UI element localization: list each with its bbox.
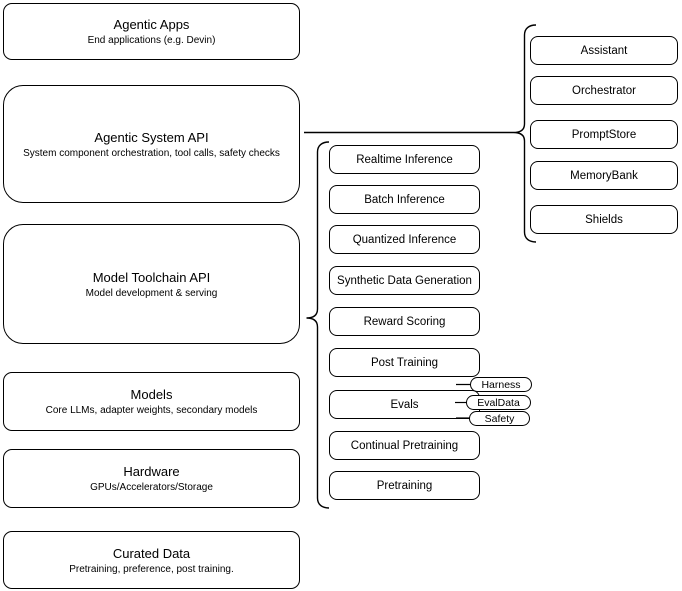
node-pretraining: Pretraining [329,471,480,500]
node-promptstore: PromptStore [530,120,678,149]
node-orchestrator: Orchestrator [530,76,678,105]
node-label: Orchestrator [572,84,636,97]
node-subtitle: System component orchestration, tool cal… [23,147,280,159]
node-title: Curated Data [112,545,191,561]
node-subtitle: End applications (e.g. Devin) [87,35,216,46]
node-subtitle: Model development & serving [85,287,218,299]
node-curated-data: Curated Data Pretraining, preference, po… [3,531,300,589]
node-agentic-system-api: Agentic System API System component orch… [3,85,300,203]
pill-label: Safety [484,412,515,425]
node-label: Synthetic Data Generation [337,274,472,287]
node-subtitle: Pretraining, preference, post training. [69,563,234,575]
eval-pill-evaldata: EvalData [466,395,531,410]
node-label: MemoryBank [570,169,638,182]
pill-label: EvalData [477,396,520,409]
node-label: PromptStore [571,128,637,141]
node-label: Evals [390,398,419,411]
node-assistant: Assistant [530,36,678,65]
node-memorybank: MemoryBank [530,161,678,190]
node-label: Post Training [370,356,439,369]
pill-label: Harness [481,378,521,391]
node-continual-pretraining: Continual Pretraining [329,431,480,460]
node-label: Shields [585,213,623,226]
brace-toolchain-components [306,141,330,509]
node-title: Model Toolchain API [92,269,211,285]
node-synthetic-data-generation: Synthetic Data Generation [329,266,480,295]
eval-pill-harness: Harness [470,377,532,392]
node-hardware: Hardware GPUs/Accelerators/Storage [3,449,300,508]
node-subtitle: Core LLMs, adapter weights, secondary mo… [45,405,258,416]
node-label: Batch Inference [364,193,445,206]
node-label: Continual Pretraining [350,439,459,452]
node-label: Quantized Inference [352,233,457,246]
node-title: Agentic System API [94,129,209,145]
node-subtitle: GPUs/Accelerators/Storage [90,482,213,493]
node-post-training: Post Training [329,348,480,377]
eval-pill-safety: Safety [469,411,530,426]
node-quantized-inference: Quantized Inference [329,225,480,254]
node-realtime-inference: Realtime Inference [329,145,480,174]
node-title: Models [130,387,173,402]
node-label: Reward Scoring [363,315,446,328]
node-agentic-apps: Agentic Apps End applications (e.g. Devi… [3,3,300,60]
node-evals: Evals [329,390,480,419]
node-label: Assistant [580,44,628,57]
node-model-toolchain-api: Model Toolchain API Model development & … [3,224,300,344]
node-label: Pretraining [376,479,433,492]
node-batch-inference: Batch Inference [329,185,480,214]
node-reward-scoring: Reward Scoring [329,307,480,336]
node-label: Realtime Inference [356,153,453,166]
node-title: Agentic Apps [113,17,190,32]
node-title: Hardware [123,464,180,479]
node-shields: Shields [530,205,678,234]
node-models: Models Core LLMs, adapter weights, secon… [3,372,300,431]
